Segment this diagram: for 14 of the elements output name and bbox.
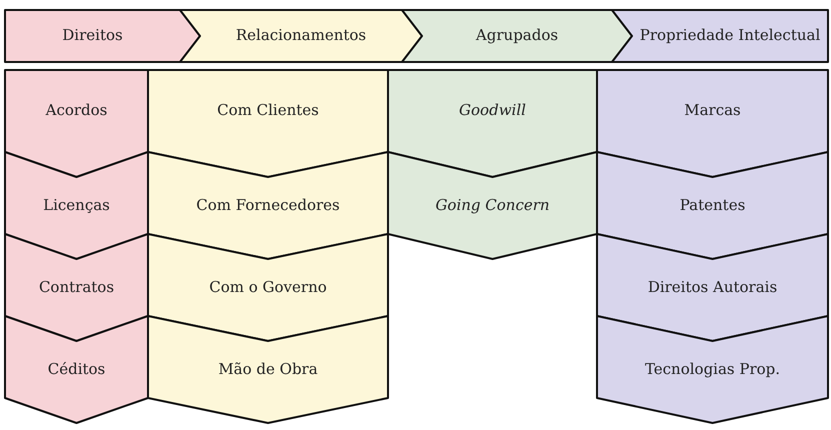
item-label: Licenças xyxy=(43,196,110,214)
item-label: Contratos xyxy=(38,278,114,296)
item-label: Céditos xyxy=(48,360,106,378)
item-label: Going Concern xyxy=(435,196,550,214)
item-label: Mão de Obra xyxy=(218,360,318,378)
item-label: Com o Governo xyxy=(209,278,327,296)
header-label: Agrupados xyxy=(476,27,558,45)
header-label: Direitos xyxy=(62,27,123,45)
header-label: Propriedade Intelectual xyxy=(640,27,820,45)
item-label: Patentes xyxy=(680,196,746,214)
header-label: Relacionamentos xyxy=(236,27,366,45)
item-label: Direitos Autorais xyxy=(648,278,778,296)
item-label: Tecnologias Prop. xyxy=(644,360,780,378)
item-label: Com Fornecedores xyxy=(196,196,340,214)
